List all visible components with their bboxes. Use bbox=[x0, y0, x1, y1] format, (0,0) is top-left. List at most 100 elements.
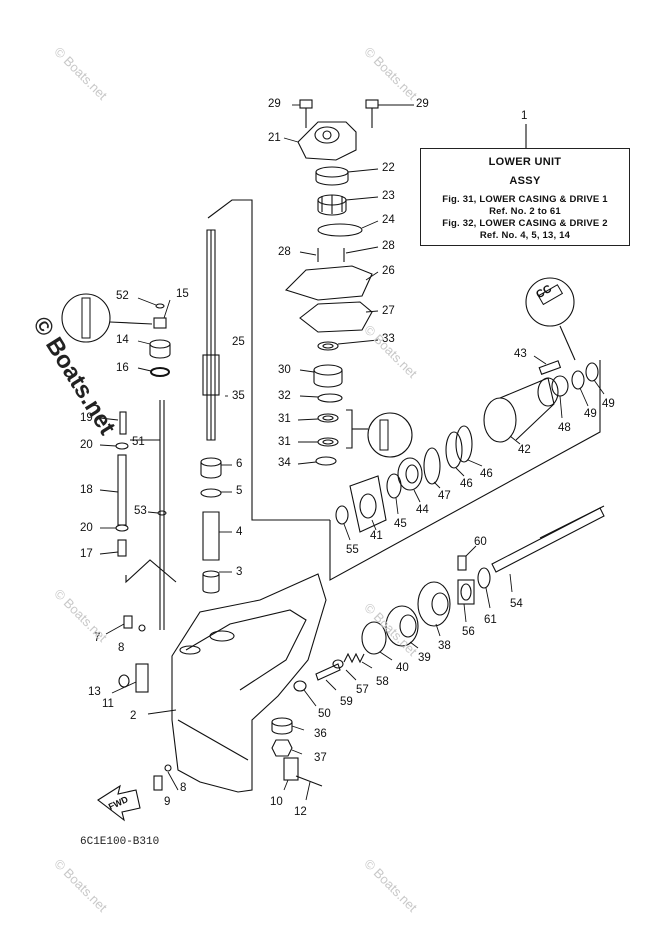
callout-35: 35 bbox=[232, 390, 245, 402]
callout-48: 48 bbox=[558, 422, 571, 434]
nut-37 bbox=[271, 739, 293, 757]
reverse-gear-41 bbox=[349, 475, 387, 533]
grommet-13 bbox=[118, 674, 130, 688]
callout-10: 10 bbox=[270, 796, 283, 808]
callout-22: 22 bbox=[382, 162, 395, 174]
o-ring-47 bbox=[423, 447, 441, 485]
legend-line3: Fig. 32, LOWER CASING & DRIVE 2 bbox=[442, 218, 608, 229]
ball-57 bbox=[332, 659, 344, 669]
callout-45: 45 bbox=[394, 518, 407, 530]
callout-61: 61 bbox=[484, 614, 497, 626]
callout-55: 55 bbox=[346, 544, 359, 556]
callout-30: 30 bbox=[278, 364, 291, 376]
callout-31b: 31 bbox=[278, 436, 291, 448]
pump-base-30 bbox=[313, 364, 343, 388]
bolt-19 bbox=[119, 411, 127, 435]
callout-8b: 8 bbox=[180, 782, 187, 794]
callout-14: 14 bbox=[116, 334, 129, 346]
callout-24: 24 bbox=[382, 214, 395, 226]
bearing-44 bbox=[397, 457, 423, 491]
callout-3: 3 bbox=[236, 566, 243, 578]
shim-45 bbox=[386, 473, 402, 499]
callout-1: 1 bbox=[521, 110, 528, 122]
o-ring-32 bbox=[317, 393, 343, 403]
screw-7 bbox=[123, 615, 133, 629]
pump-housing-21 bbox=[297, 121, 357, 161]
callout-31a: 31 bbox=[278, 413, 291, 425]
callout-29a: 29 bbox=[268, 98, 281, 110]
callout-11: 11 bbox=[102, 698, 114, 710]
plunger-50 bbox=[293, 680, 307, 692]
callout-33: 33 bbox=[382, 333, 395, 345]
legend-title-line1: LOWER UNIT bbox=[488, 156, 562, 168]
callout-38: 38 bbox=[438, 640, 451, 652]
screw-9 bbox=[153, 775, 163, 791]
shift-plunger-59 bbox=[315, 663, 341, 681]
callout-46a: 46 bbox=[460, 478, 473, 490]
insert-cartridge-22 bbox=[315, 166, 349, 186]
bearing-39 bbox=[385, 605, 419, 647]
cover-11 bbox=[135, 663, 149, 693]
spring-58 bbox=[343, 652, 365, 664]
o-ring-46b bbox=[455, 425, 473, 463]
callout-60: 60 bbox=[474, 536, 487, 548]
callout-49b: 49 bbox=[602, 398, 615, 410]
o-ring-16 bbox=[150, 367, 170, 377]
callout-58: 58 bbox=[376, 676, 389, 688]
o-ring-46a bbox=[445, 431, 463, 469]
callout-41: 41 bbox=[370, 530, 383, 542]
needle-bearing-48 bbox=[551, 375, 569, 397]
callout-18: 18 bbox=[80, 484, 93, 496]
callout-20a: 20 bbox=[80, 439, 93, 451]
shift-detail-inset bbox=[61, 293, 111, 343]
oil-seal-31a bbox=[317, 413, 339, 423]
impeller-23 bbox=[317, 194, 347, 216]
bushing-14 bbox=[149, 339, 171, 359]
callout-37: 37 bbox=[314, 752, 327, 764]
assembly-legend-box: LOWER UNIT ASSY Fig. 31, LOWER CASING & … bbox=[420, 148, 630, 246]
callout-7: 7 bbox=[94, 632, 101, 644]
legend-title-line2: ASSY bbox=[509, 175, 541, 187]
lower-casing-2 bbox=[171, 573, 327, 793]
callout-2: 2 bbox=[130, 710, 137, 722]
seal-orientation-inset bbox=[367, 412, 413, 458]
callout-50: 50 bbox=[318, 708, 331, 720]
outer-plate-26 bbox=[284, 265, 373, 301]
clip-53 bbox=[157, 510, 167, 516]
callout-34: 34 bbox=[278, 457, 291, 469]
callout-51: 51 bbox=[132, 436, 145, 448]
callout-59: 59 bbox=[340, 696, 353, 708]
fwd-arrow bbox=[97, 784, 141, 822]
forward-gear-38 bbox=[417, 581, 451, 627]
callout-54: 54 bbox=[510, 598, 523, 610]
callout-12: 12 bbox=[294, 806, 307, 818]
callout-25: 25 bbox=[232, 336, 245, 348]
callout-27: 27 bbox=[382, 305, 395, 317]
callout-43: 43 bbox=[514, 348, 527, 360]
bolt-17 bbox=[117, 539, 127, 557]
dog-clutch-56 bbox=[457, 579, 475, 605]
callout-6: 6 bbox=[236, 458, 243, 470]
oil-seal-31b bbox=[317, 437, 339, 447]
callout-26: 26 bbox=[382, 265, 395, 277]
shift-cam-15 bbox=[153, 317, 167, 329]
o-ring-24 bbox=[317, 223, 363, 237]
callout-29b: 29 bbox=[416, 98, 429, 110]
seal-49b bbox=[585, 362, 599, 382]
legend-line2: Ref. No. 2 to 61 bbox=[489, 206, 561, 217]
bolt-12 bbox=[295, 775, 323, 787]
cross-pin-60 bbox=[457, 555, 467, 571]
anode-36 bbox=[271, 717, 293, 735]
callout-56: 56 bbox=[462, 626, 475, 638]
callout-46b: 46 bbox=[480, 468, 493, 480]
callout-32: 32 bbox=[278, 390, 291, 402]
circlip-52 bbox=[155, 303, 165, 309]
propeller-shaft-54 bbox=[491, 507, 605, 573]
cc-inset bbox=[525, 277, 575, 327]
callout-36: 36 bbox=[314, 728, 327, 740]
grommet-20b bbox=[115, 524, 129, 532]
legend-line4: Ref. No. 4, 5, 13, 14 bbox=[479, 230, 571, 241]
callout-53: 53 bbox=[134, 505, 147, 517]
o-ring-5 bbox=[200, 488, 222, 498]
